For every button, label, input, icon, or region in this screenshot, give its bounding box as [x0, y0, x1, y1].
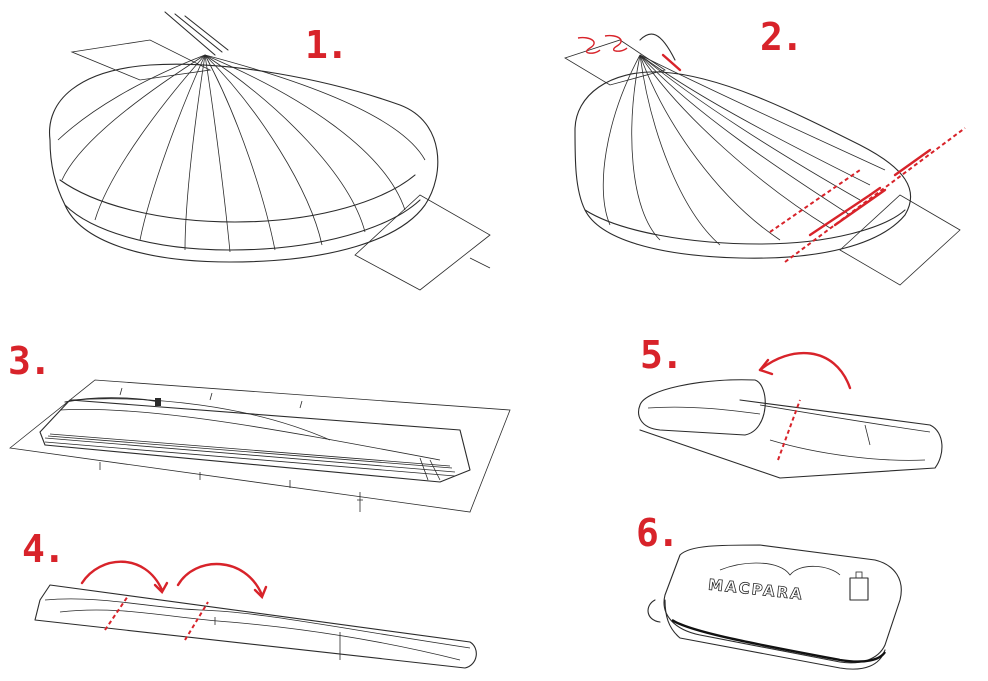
- step-5-roll-illustration: [639, 353, 942, 478]
- step-2-accordion-fold-illustration: [565, 34, 965, 285]
- step-3-cell-stack-illustration: [10, 380, 510, 512]
- step-6-packed-bag-illustration: [648, 545, 901, 669]
- bag-brand-logo-text: MACPARA: [707, 576, 804, 604]
- step-1-spread-wing-illustration: [50, 12, 490, 290]
- step-4-fold-strip-illustration: [35, 562, 476, 668]
